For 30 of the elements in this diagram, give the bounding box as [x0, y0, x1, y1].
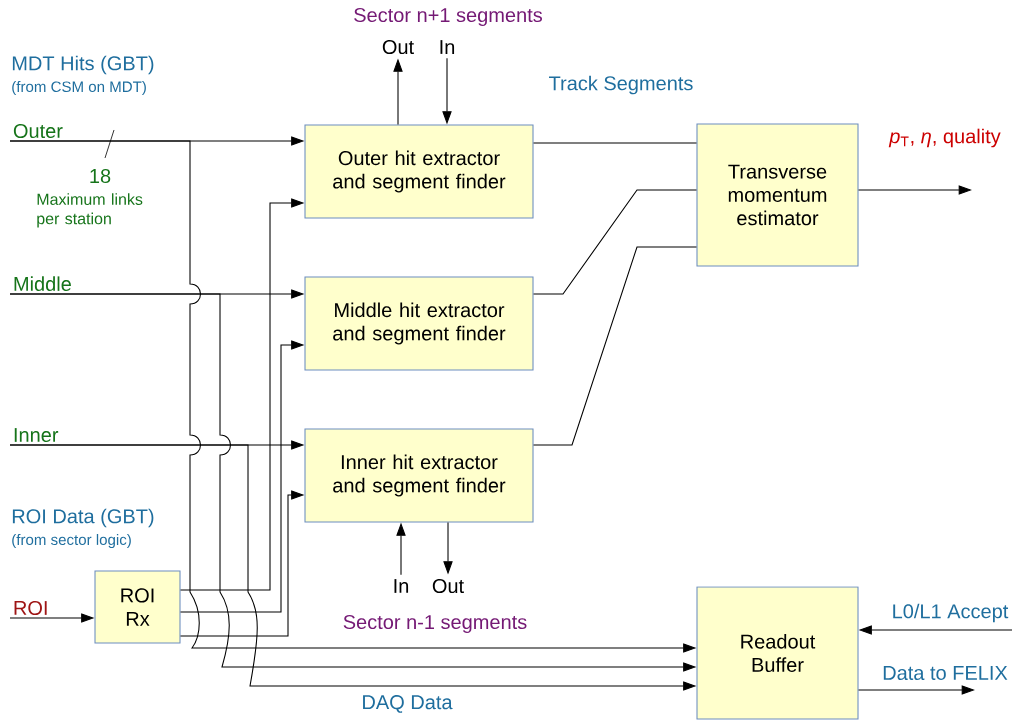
- process-box: Inner hit extractor and segment finder: [304, 428, 534, 523]
- port-label: In: [440, 40, 455, 54]
- port-label: In: [394, 579, 409, 593]
- text-label: Sector n-1 segments: [343, 614, 527, 634]
- text-label: Sector n+1 segments: [354, 7, 542, 27]
- connector-line: [533, 246, 697, 446]
- text-label: ROI Data (GBT): [12, 508, 154, 528]
- process-box: Readout Buffer: [696, 586, 859, 720]
- port-label: Out: [432, 578, 464, 594]
- text-label: 18: [90, 168, 111, 184]
- process-box: Transverse momentum estimator: [696, 123, 859, 267]
- port-label: Out: [382, 39, 414, 55]
- connector-line: [533, 142, 697, 144]
- signal-label: ROI: [14, 600, 47, 616]
- signal-label: Inner: [14, 428, 59, 443]
- process-box: ROI Rx: [94, 570, 181, 644]
- text-label: (from sector logic): [12, 533, 131, 548]
- text-label: MDT Hits (GBT): [12, 55, 154, 75]
- text-label: Maximum links per station: [37, 193, 143, 228]
- edge-label: L0/L1 Accept: [890, 602, 1010, 624]
- text-label: Track Segments: [549, 75, 693, 95]
- text-label: DAQ Data: [363, 695, 453, 713]
- text-label: (from CSM on MDT): [12, 81, 146, 95]
- edge-label: p$_{T}$, η, quality: [887, 127, 1003, 149]
- process-box: Outer hit extractor and segment finder: [304, 124, 534, 219]
- signal-label: Outer: [13, 123, 63, 139]
- connector-line: [533, 189, 697, 295]
- signal-label: Middle: [14, 276, 71, 292]
- edge-label: Data to FELIX: [880, 664, 1010, 682]
- process-box: Middle hit extractor and segment finder: [304, 276, 534, 371]
